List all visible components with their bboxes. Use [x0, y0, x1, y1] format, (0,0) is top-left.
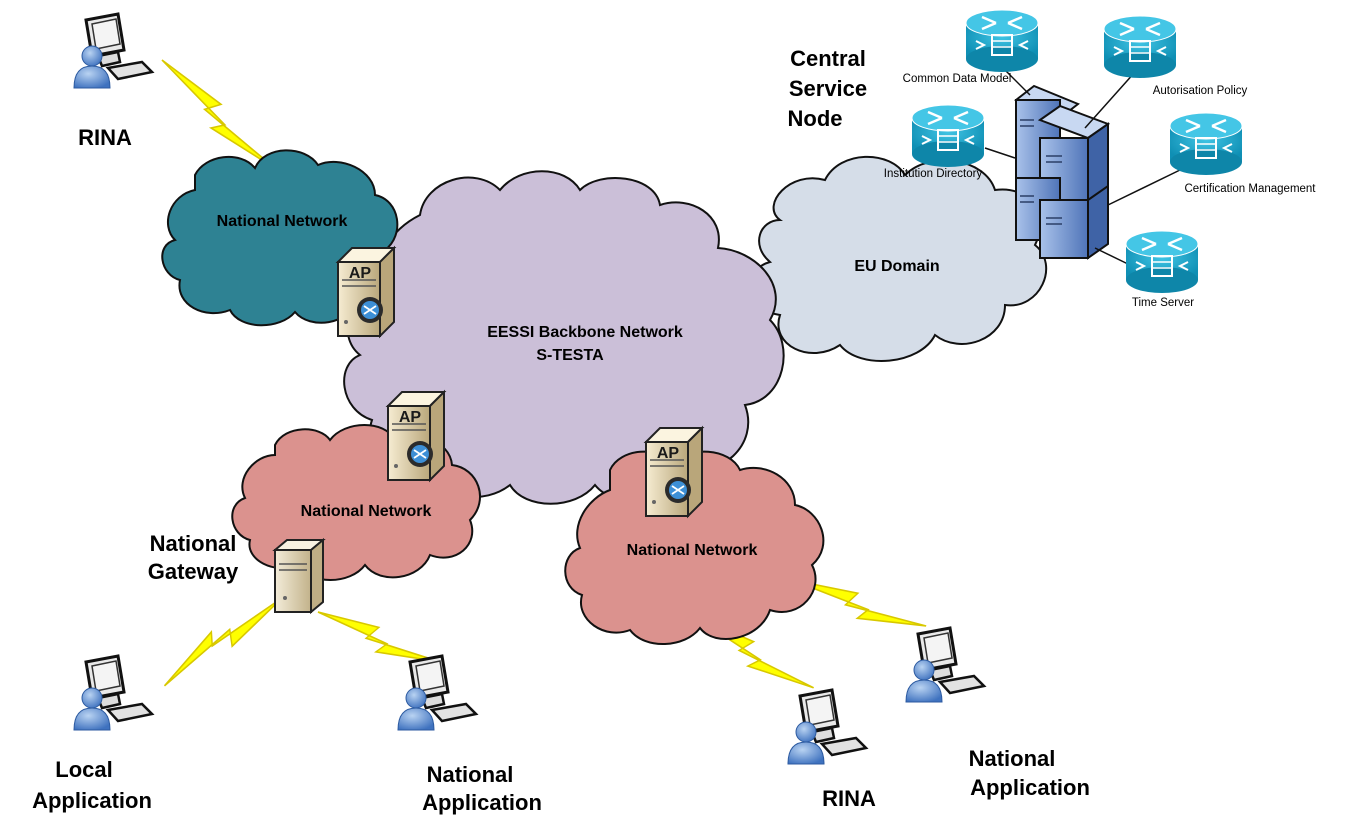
service-connectors — [984, 69, 1181, 266]
central-node-line1: Central — [790, 46, 866, 71]
router-autorisation-policy-icon — [1102, 14, 1178, 80]
workstation-rina-top — [72, 12, 154, 90]
eu-domain-label: EU Domain — [854, 258, 939, 275]
backbone-label-line2: S-TESTA — [536, 347, 604, 364]
national-network-top-label: National Network — [217, 213, 348, 230]
service-autorisation-policy: Autorisation Policy — [1153, 85, 1248, 97]
workstation-natapp-right — [904, 626, 986, 704]
label-rina-bottom: RINA — [822, 786, 876, 811]
ap-label: AP — [657, 445, 680, 462]
ap-label: AP — [349, 265, 372, 282]
label-rina-top: RINA — [78, 125, 132, 150]
national-network-left-label: National Network — [301, 503, 432, 520]
national-network-mid-cloud — [564, 450, 825, 645]
ap-server-top: AP — [337, 247, 395, 337]
router-certification-management-icon — [1168, 111, 1244, 177]
gateway-label-line2: Gateway — [148, 559, 239, 584]
workstation-local-app — [72, 654, 154, 732]
workstation-rina-bottom — [786, 688, 868, 766]
service-common-data-model: Common Data Model — [903, 73, 1012, 85]
ap-server-mid: AP — [645, 427, 703, 517]
service-institution-directory: Institution Directory — [884, 168, 983, 180]
label-natapp-right-line2: Application — [970, 775, 1090, 800]
lightning-local-app — [151, 594, 294, 687]
ap-server-left: AP — [387, 391, 445, 481]
router-time-server-icon — [1124, 229, 1200, 295]
gateway-label-line1: National — [150, 531, 237, 556]
router-common-data-model-icon — [964, 8, 1040, 74]
label-natapp-left-line1: National — [427, 762, 514, 787]
ap-label: AP — [399, 409, 422, 426]
service-time-server: Time Server — [1132, 297, 1194, 309]
national-network-mid-label: National Network — [627, 542, 758, 559]
central-server-stack — [1014, 84, 1111, 260]
central-node-line2: Service — [789, 76, 867, 101]
label-local-line2: Application — [32, 788, 152, 813]
workstation-natapp-left — [396, 654, 478, 732]
label-natapp-right-line1: National — [969, 746, 1056, 771]
central-node-line3: Node — [788, 106, 843, 131]
service-certification-management: Certification Management — [1184, 183, 1316, 195]
router-institution-directory-icon — [910, 103, 986, 169]
label-natapp-left-line2: Application — [422, 790, 542, 815]
backbone-label-line1: EESSI Backbone Network — [487, 324, 683, 341]
label-local-line1: Local — [55, 757, 112, 782]
national-gateway-server — [272, 537, 326, 615]
